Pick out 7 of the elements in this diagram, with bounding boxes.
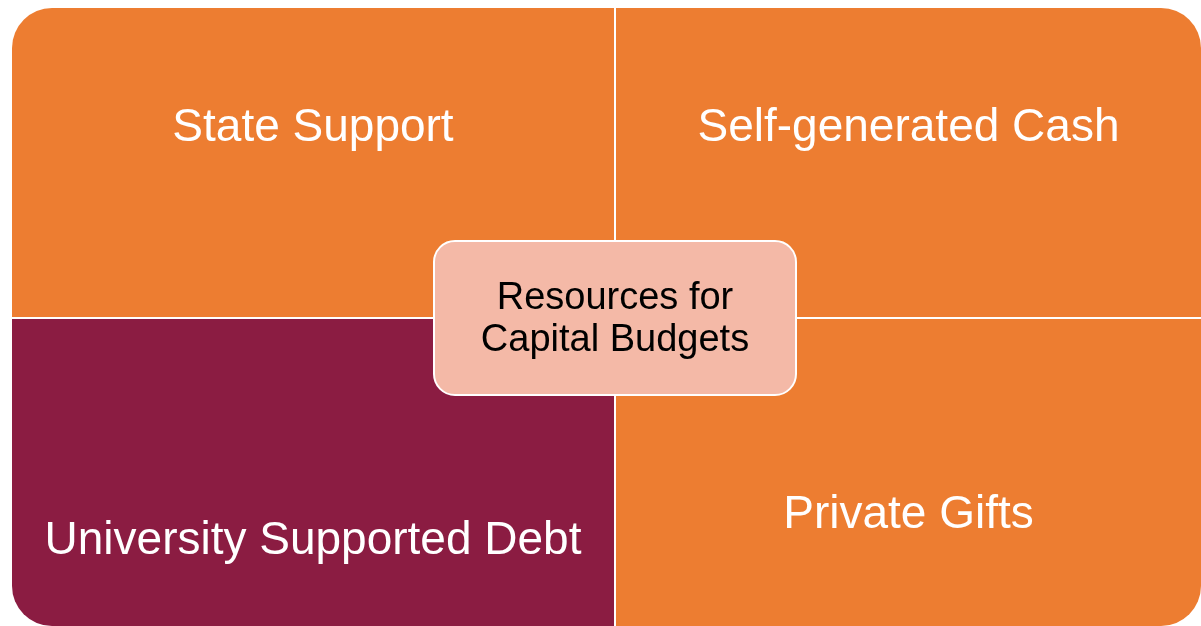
node-label: University Supported Debt: [44, 513, 582, 564]
quadrant-panel: [12, 319, 614, 626]
node-label: State Support: [172, 100, 454, 151]
node-label: Self-generated Cash: [697, 100, 1120, 151]
node-label: Resources for Capital Budgets: [479, 276, 751, 360]
node-label: Private Gifts: [783, 487, 1034, 538]
center-box: [433, 240, 797, 396]
